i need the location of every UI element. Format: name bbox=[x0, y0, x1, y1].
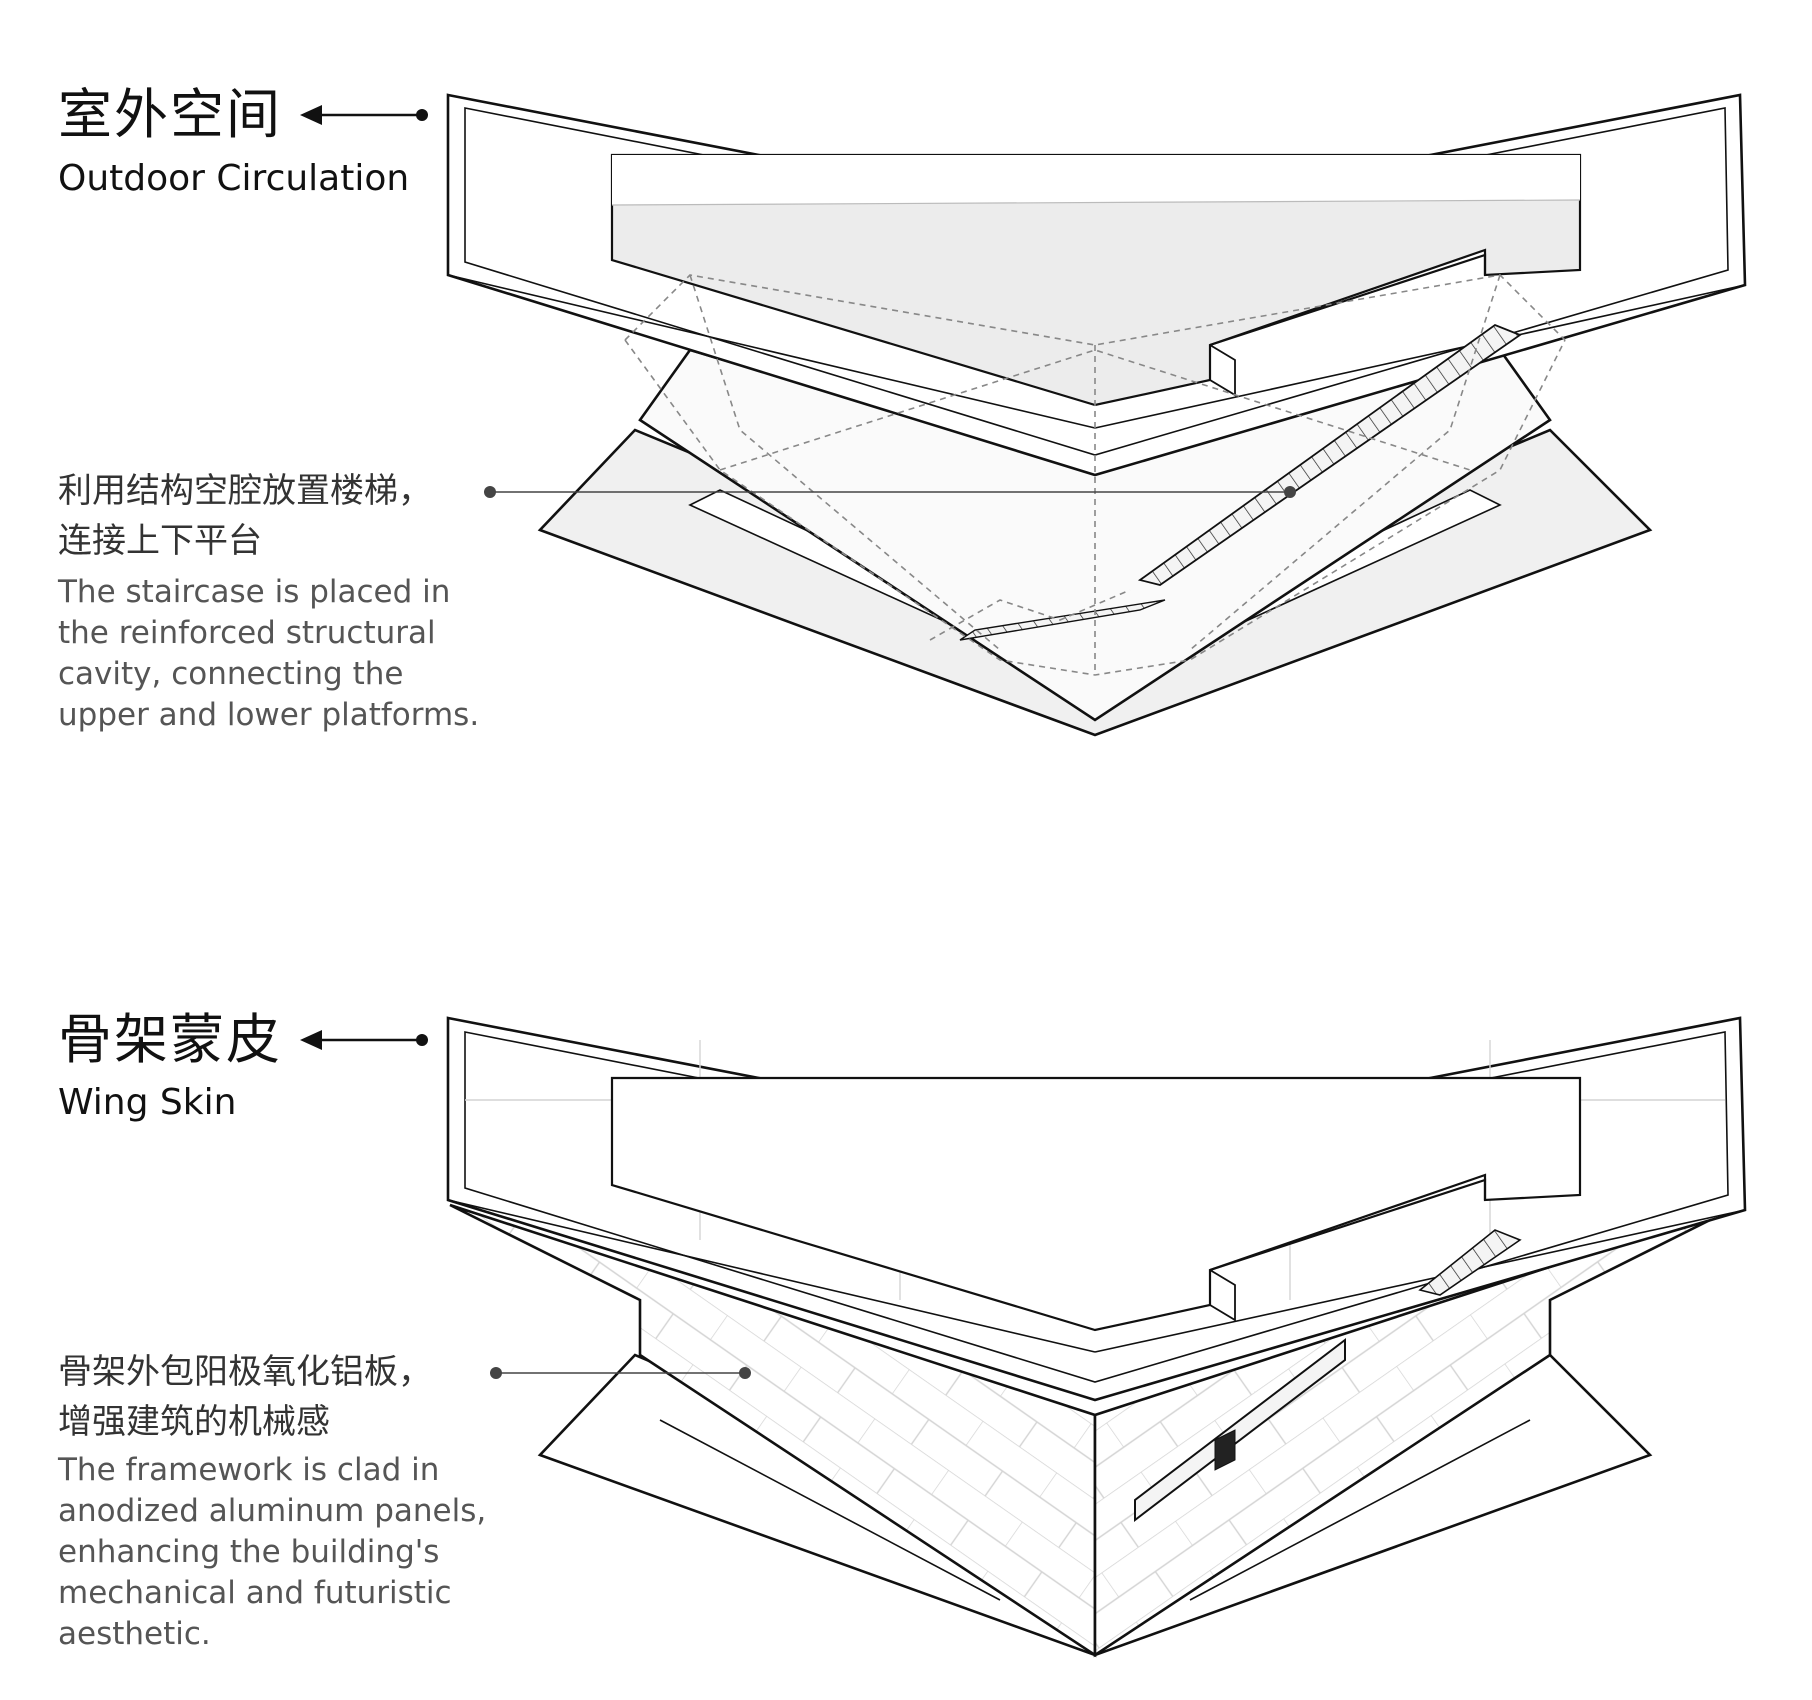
bottom-mid-platform-step bbox=[1209, 1269, 1236, 1322]
bottom-note-en-line: enhancing the building's bbox=[58, 1534, 440, 1570]
top-mid-platform-step bbox=[1209, 344, 1236, 397]
bottom-title-en: Wing Skin bbox=[58, 1082, 237, 1123]
bottom-title-zh: 骨架蒙皮 bbox=[58, 1008, 282, 1071]
bottom-v-body-left bbox=[449, 1203, 1097, 1658]
bottom-note-en-line: anodized aluminum panels, bbox=[58, 1493, 487, 1529]
bottom-staircase bbox=[1418, 1229, 1522, 1296]
top-hidden-structure bbox=[624, 274, 1566, 676]
top-staircase bbox=[1137, 323, 1522, 586]
bottom-slot-window-left bbox=[1134, 1337, 1346, 1523]
top-callout-dot-left bbox=[484, 486, 496, 498]
top-roof-lip-right bbox=[1094, 284, 1746, 429]
bottom-v-body-right bbox=[1093, 1203, 1741, 1658]
top-note-en-line: upper and lower platforms. bbox=[58, 697, 480, 733]
bottom-note-en: The framework is clad in anodized alumin… bbox=[58, 1450, 528, 1655]
top-opening-ledge bbox=[611, 199, 1581, 206]
bottom-roof-lip-left bbox=[447, 1199, 1096, 1353]
top-note-en-line: cavity, connecting the bbox=[58, 656, 404, 692]
bottom-callout-dot-left bbox=[490, 1367, 502, 1379]
top-note-en: The staircase is placed in the reinforce… bbox=[58, 572, 528, 736]
bottom-roof-lip-right bbox=[1094, 1209, 1746, 1353]
bottom-base-inner-left bbox=[659, 1419, 1001, 1601]
bottom-building-drawing bbox=[446, 1016, 1747, 1658]
bottom-slot-window-notch bbox=[1214, 1429, 1236, 1471]
bottom-note-en-line: mechanical and futuristic bbox=[58, 1575, 452, 1611]
bottom-note-en-line: aesthetic. bbox=[58, 1616, 211, 1652]
top-title-zh: 室外空间 bbox=[58, 83, 282, 146]
top-note-en-line: The staircase is placed in bbox=[58, 574, 451, 610]
top-staircase-lower bbox=[959, 599, 1166, 641]
top-note-en-line: the reinforced structural bbox=[58, 615, 436, 651]
bottom-base-inner-right bbox=[1189, 1419, 1531, 1601]
bottom-roof-opening bbox=[610, 1076, 1582, 1332]
bottom-note-zh-2: 增强建筑的机械感 bbox=[58, 1402, 330, 1442]
top-note-zh-2: 连接上下平台 bbox=[58, 521, 262, 561]
top-roof-opening bbox=[610, 153, 1582, 407]
bottom-title-arrow bbox=[300, 1030, 428, 1050]
bottom-note-zh-1: 骨架外包阳极氧化铝板， bbox=[58, 1352, 432, 1392]
bottom-callout-dot-right bbox=[739, 1367, 751, 1379]
top-roof-opening-light bbox=[612, 155, 1580, 205]
top-roof-lip-left bbox=[447, 274, 1096, 429]
top-mid-platform bbox=[1209, 253, 1487, 347]
top-building-drawing bbox=[446, 93, 1747, 737]
top-title-arrow bbox=[300, 105, 428, 125]
top-title-en: Outdoor Circulation bbox=[58, 158, 410, 199]
top-note-zh-1: 利用结构空腔放置楼梯， bbox=[58, 471, 432, 511]
top-callout-dot-right bbox=[1284, 486, 1296, 498]
bottom-mid-platform bbox=[1209, 1178, 1487, 1272]
bottom-note-en-line: The framework is clad in bbox=[58, 1452, 440, 1488]
